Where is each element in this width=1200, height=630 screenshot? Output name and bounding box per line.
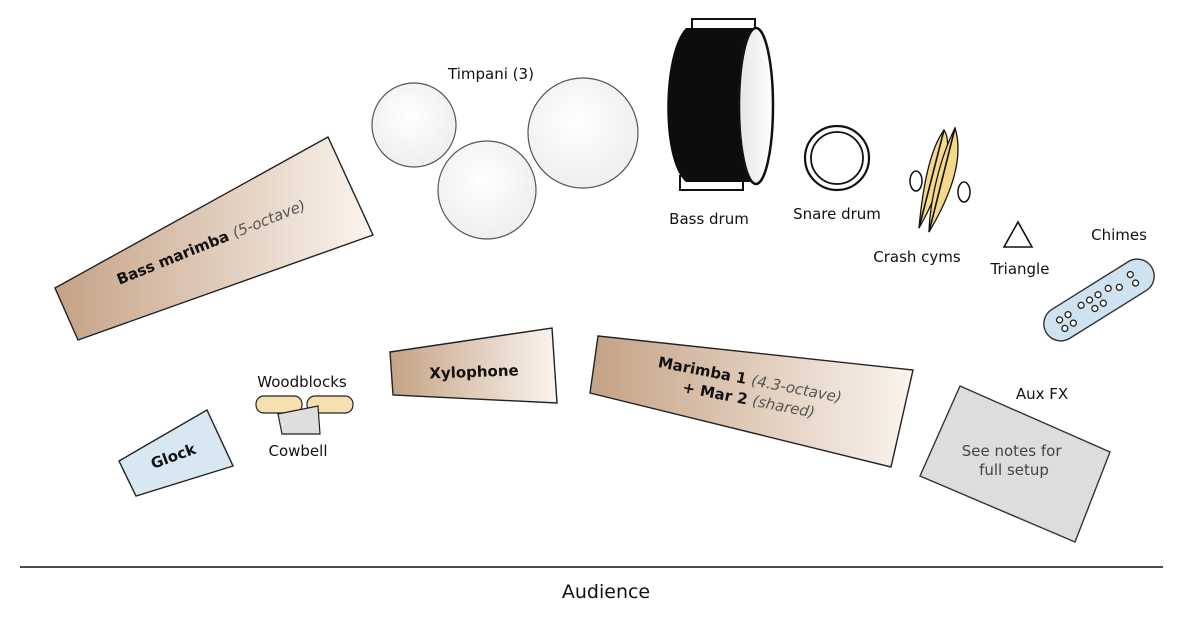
- chime-tube: [1061, 324, 1069, 333]
- chime-tube: [1055, 316, 1064, 324]
- bass-drum-shell: [667, 28, 758, 182]
- chimes-label: Chimes: [1091, 226, 1147, 244]
- crash-cymbal-edge-left: [918, 129, 945, 229]
- bass-drum-label: Bass drum: [669, 210, 749, 228]
- timpani-drum-1: [371, 82, 457, 168]
- glock: Glock: [118, 409, 234, 497]
- triangle-instrument: Triangle: [990, 220, 1050, 278]
- bass-drum: Bass drum: [667, 18, 775, 228]
- chime-tube: [1104, 284, 1112, 292]
- triangle-shape: [1002, 220, 1034, 248]
- chime-tube: [1085, 296, 1094, 304]
- bass-marimba: Bass marimba (5-octave): [54, 136, 374, 341]
- chime-tube: [1094, 291, 1102, 299]
- snare-drum-inner: [810, 131, 864, 185]
- aux-fx-label: Aux FX: [1016, 385, 1068, 403]
- aux-fx-note-line2: full setup: [979, 461, 1049, 479]
- aux-fx-area: [919, 385, 1111, 543]
- woodblock-left: [255, 395, 303, 414]
- crash-cymbal-edge-right: [928, 127, 956, 233]
- snare-drum-label: Snare drum: [793, 205, 881, 223]
- chimes-tubes: [1055, 270, 1140, 333]
- timpani-drum-2: [437, 140, 537, 240]
- chime-tube: [1099, 299, 1107, 307]
- crash-cymbals: Crash cyms: [873, 126, 971, 266]
- woodblocks-cowbell: Woodblocks Cowbell: [255, 373, 354, 460]
- crash-cymbals-label: Crash cyms: [873, 248, 961, 266]
- xylophone-label: Xylophone: [429, 361, 519, 382]
- xylophone-frame: [389, 327, 558, 404]
- triangle-label: Triangle: [990, 260, 1050, 278]
- aux-fx-note-line1: See notes for: [962, 442, 1063, 460]
- xylophone: Xylophone: [389, 327, 558, 404]
- aux-fx-note: See notes for full setup: [962, 442, 1067, 479]
- snare-drum: Snare drum: [793, 124, 881, 223]
- chimes-frame: [1043, 258, 1155, 342]
- chimes: Chimes: [1043, 226, 1155, 342]
- woodblocks-label: Woodblocks: [257, 373, 347, 391]
- crash-cymbal-handle-right: [957, 181, 971, 203]
- bass-marimba-frame: [54, 136, 374, 341]
- chime-tube: [1091, 304, 1099, 313]
- timpani-label: Timpani (3): [447, 65, 534, 83]
- chime-tube: [1069, 319, 1077, 327]
- marimba-frame: [589, 335, 914, 468]
- chime-tube: [1115, 283, 1124, 291]
- bass-drum-head: [737, 26, 775, 186]
- marimba-label: Marimba 1 (4.3-octave) + Mar 2 (shared): [653, 353, 849, 427]
- timpani-drum-3: [527, 77, 639, 189]
- chime-tube: [1131, 279, 1140, 287]
- chime-tube: [1126, 270, 1134, 279]
- crash-cymbal-handle-left: [909, 170, 923, 192]
- aux-fx: Aux FX See notes for full setup: [919, 385, 1111, 543]
- chime-tube: [1077, 301, 1085, 309]
- cowbell-label: Cowbell: [268, 442, 327, 460]
- marimba: Marimba 1 (4.3-octave) + Mar 2 (shared): [589, 335, 914, 468]
- cowbell-shape: [277, 405, 321, 435]
- chime-tube: [1064, 310, 1072, 319]
- audience-label: Audience: [562, 581, 650, 603]
- timpani-group: Timpani (3): [371, 65, 639, 240]
- glock-frame: [118, 409, 234, 497]
